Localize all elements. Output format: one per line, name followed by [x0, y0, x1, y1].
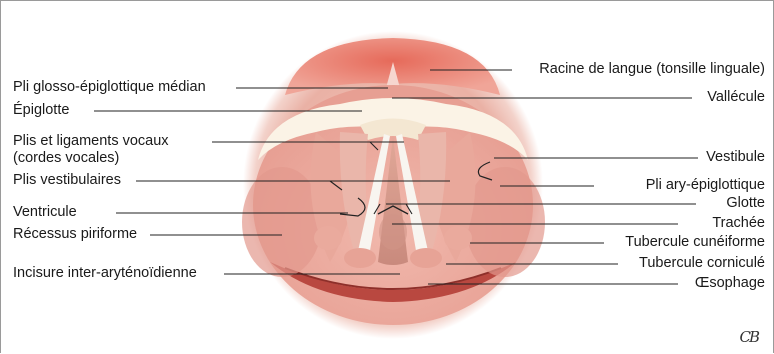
label-vestibular-folds: Plis vestibulaires	[13, 172, 121, 189]
label-tongue-base: Racine de langue (tonsille linguale)	[539, 61, 765, 78]
label-trachea: Trachée	[712, 215, 765, 232]
label-cuneiform-tubercle: Tubercule cunéiforme	[625, 234, 765, 251]
label-ventricle: Ventricule	[13, 204, 77, 221]
label-interarytenoid-notch: Incisure inter-aryténoïdienne	[13, 265, 197, 282]
label-corniculate-tubercle: Tubercule corniculé	[639, 255, 765, 272]
artist-signature: CB	[740, 328, 759, 346]
label-esophagus: Œsophage	[695, 275, 765, 292]
label-vallecula: Vallécule	[707, 89, 765, 106]
label-vocal-folds: Plis et ligaments vocaux	[13, 133, 169, 150]
label-vocal-cords: (cordes vocales)	[13, 150, 119, 167]
label-aryepiglottic-fold: Pli ary-épiglottique	[646, 177, 765, 194]
label-piriform-recess: Récessus piriforme	[13, 226, 137, 243]
label-glottis: Glotte	[726, 195, 765, 212]
label-epiglottis: Épiglotte	[13, 102, 69, 119]
label-vestibule: Vestibule	[706, 149, 765, 166]
label-median-glossoepiglottic-fold: Pli glosso-épiglottique médian	[13, 79, 206, 96]
